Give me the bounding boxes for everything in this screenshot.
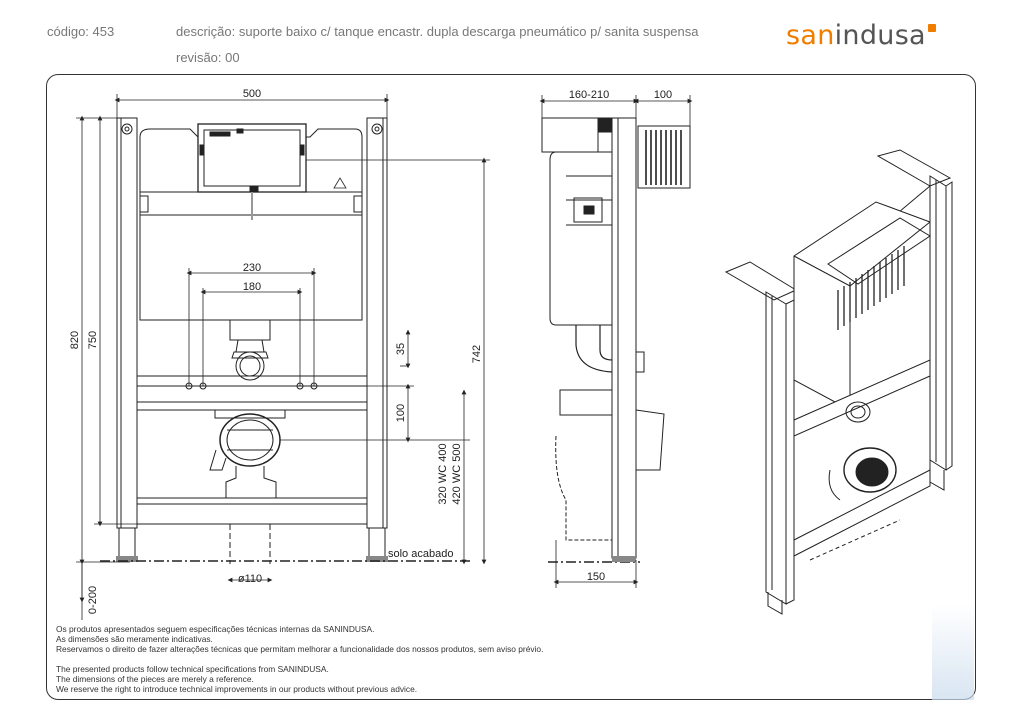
side-view <box>541 117 691 563</box>
dim-adjust: 0-200 <box>87 586 99 614</box>
note-en-3: We reserve the right to introduce techni… <box>56 684 418 694</box>
watermark-graphic <box>932 604 974 700</box>
dim-wc-400: 320 WC 400 <box>437 443 449 504</box>
dim-100: 100 <box>395 404 407 422</box>
isometric-view <box>724 149 953 615</box>
side-dimensions <box>539 95 693 588</box>
dim-750: 750 <box>87 331 99 349</box>
dim-820: 820 <box>69 331 81 349</box>
dim-180: 180 <box>243 281 261 293</box>
dim-wc-500: 420 WC 500 <box>451 443 463 504</box>
dim-230: 230 <box>243 262 261 274</box>
note-pt-3: Reservamos o direito de fazer alterações… <box>56 644 544 654</box>
dim-side-depth: 160-210 <box>569 89 609 101</box>
dim-width: 500 <box>243 88 261 100</box>
dim-side-150: 150 <box>587 571 605 583</box>
note-pt-2: As dimensões são meramente indicativas. <box>56 634 213 644</box>
front-dimensions <box>76 94 490 620</box>
product-code: código: 453 <box>47 24 115 39</box>
dim-742: 742 <box>471 345 483 363</box>
brand-logo: sanindusa <box>786 20 936 51</box>
logo-mark-icon <box>927 24 936 32</box>
revision-number: revisão: 00 <box>176 50 240 65</box>
note-en-1: The presented products follow technical … <box>56 664 329 674</box>
dim-35: 35 <box>395 343 407 355</box>
dim-pipe: ø110 <box>238 573 262 585</box>
drawing-frame <box>46 74 976 700</box>
dim-side-100: 100 <box>654 89 672 101</box>
floor-label: solo acabado <box>388 548 453 560</box>
front-view <box>100 117 470 564</box>
product-description: descrição: suporte baixo c/ tanque encas… <box>176 24 699 39</box>
note-pt-1: Os produtos apresentados seguem especifi… <box>56 624 375 634</box>
note-en-2: The dimensions of the pieces are merely … <box>56 674 254 684</box>
